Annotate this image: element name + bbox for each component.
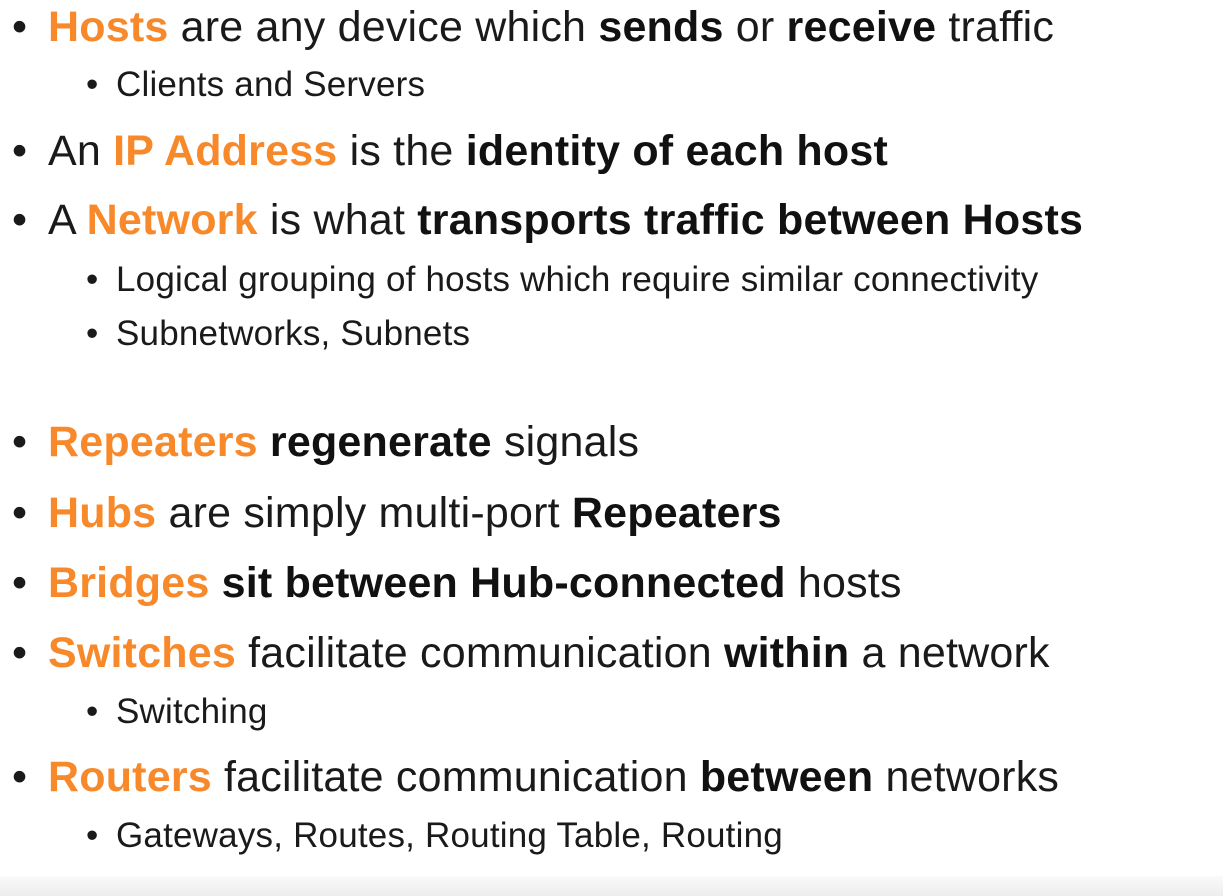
bullet-glyph: •: [12, 489, 28, 537]
bullet-glyph: •: [86, 692, 99, 731]
bottom-band: [0, 876, 1223, 896]
bullet-item-bridges: • Bridges sit between Hub-connected host…: [12, 559, 902, 607]
bullet-glyph: •: [12, 196, 28, 244]
term-hubs: Hubs: [48, 489, 157, 537]
emphasis-sit-between: sit between Hub-connected: [221, 559, 786, 607]
sub-bullet-switching: • Switching: [86, 692, 268, 731]
text: A: [48, 196, 87, 244]
sub-bullet-logical-grouping: • Logical grouping of hosts which requir…: [86, 260, 1039, 299]
bullet-glyph: •: [86, 816, 99, 855]
bullet-glyph: •: [86, 314, 99, 353]
text: [210, 559, 222, 607]
sub-bullet-text: Switching: [116, 692, 268, 731]
emphasis-sends: sends: [598, 3, 724, 51]
emphasis-regenerate: regenerate: [269, 418, 492, 466]
bullet-item-routers: • Routers facilitate communication betwe…: [12, 753, 1060, 801]
bullet-glyph: •: [86, 260, 99, 299]
bullet-item-repeaters: • Repeaters regenerate signals: [12, 418, 640, 466]
bullet-glyph: •: [12, 3, 28, 51]
sub-bullet-subnets: • Subnetworks, Subnets: [86, 314, 471, 353]
sub-bullet-clients-servers: • Clients and Servers: [86, 65, 426, 104]
term-repeaters: Repeaters: [48, 418, 258, 466]
text: traffic: [936, 3, 1055, 51]
term-switches: Switches: [48, 629, 237, 677]
emphasis-within: within: [723, 629, 850, 677]
text: networks: [873, 753, 1060, 801]
bullet-glyph: •: [12, 753, 28, 801]
text: is the: [337, 127, 466, 175]
text: hosts: [785, 559, 902, 607]
text: or: [723, 3, 787, 51]
bullet-item-network: • A Network is what transports traffic b…: [12, 196, 1084, 244]
sub-bullet-text: Gateways, Routes, Routing Table, Routing: [116, 816, 783, 855]
bullet-item-hosts: • Hosts are any device which sends or re…: [12, 3, 1055, 51]
bullet-glyph: •: [12, 127, 28, 175]
bullet-item-hubs: • Hubs are simply multi-port Repeaters: [12, 489, 782, 537]
term-ip-address: IP Address: [113, 127, 338, 175]
text: An: [48, 127, 114, 175]
bullet-item-ip-address: • An IP Address is the identity of each …: [12, 127, 888, 175]
sub-bullet-text: Clients and Servers: [116, 65, 426, 104]
bullet-glyph: •: [12, 629, 28, 677]
bullet-glyph: •: [12, 559, 28, 607]
sub-bullet-gateways: • Gateways, Routes, Routing Table, Routi…: [86, 816, 783, 855]
term-routers: Routers: [48, 753, 212, 801]
bullet-glyph: •: [86, 65, 99, 104]
text: signals: [491, 418, 640, 466]
emphasis-identity: identity of each host: [465, 127, 888, 175]
emphasis-receive: receive: [786, 3, 937, 51]
term-network: Network: [86, 196, 258, 244]
emphasis-between: between: [699, 753, 874, 801]
text: are any device which: [168, 3, 599, 51]
text: is what: [257, 196, 418, 244]
bullet-item-switches: • Switches facilitate communication with…: [12, 629, 1050, 677]
term-hosts: Hosts: [48, 3, 169, 51]
emphasis-transports: transports traffic between Hosts: [417, 196, 1084, 244]
emphasis-repeaters: Repeaters: [571, 489, 782, 537]
text: facilitate communication: [211, 753, 700, 801]
sub-bullet-text: Logical grouping of hosts which require …: [116, 260, 1039, 299]
sub-bullet-text: Subnetworks, Subnets: [116, 314, 471, 353]
text: a network: [849, 629, 1050, 677]
text: [258, 418, 270, 466]
text: are simply multi-port: [156, 489, 572, 537]
bullet-glyph: •: [12, 418, 28, 466]
term-bridges: Bridges: [48, 559, 210, 607]
text: facilitate communication: [236, 629, 724, 677]
